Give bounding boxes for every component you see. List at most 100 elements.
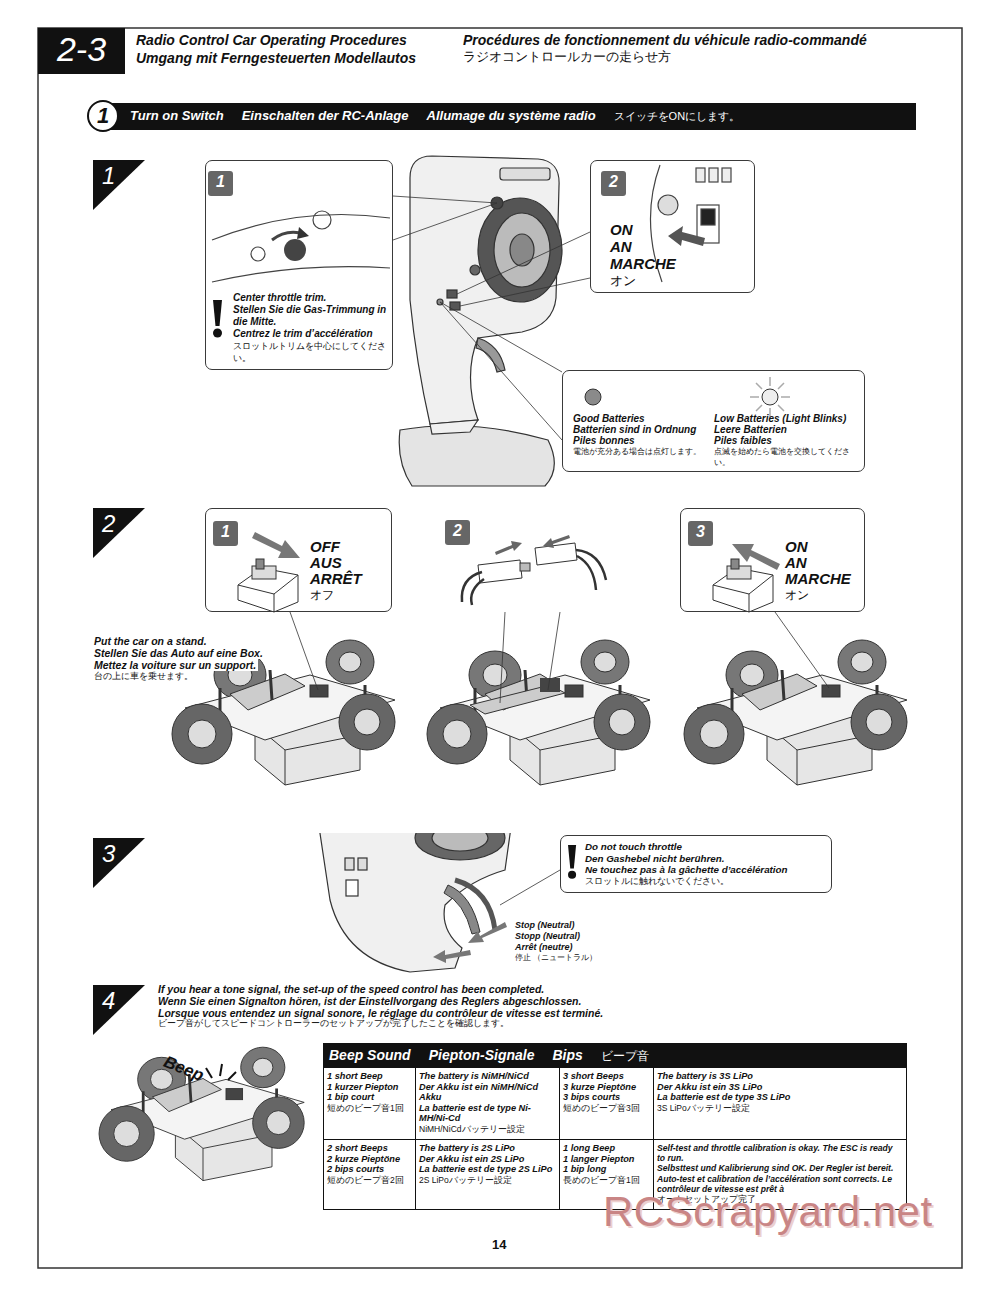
text-group: The battery is 3S LiPoDer Akku ist ein 3… bbox=[657, 1071, 903, 1113]
switch-state: ON bbox=[785, 539, 863, 555]
note-text: Wenn Sie einen Signalton hören, ist der … bbox=[158, 995, 581, 1007]
battery-text: Low Batteries (Light Blinks) bbox=[714, 413, 862, 424]
callout-box: ONANMARCHEオン 3 bbox=[680, 508, 865, 612]
battery-text: 点滅を始めたら電池を交換してください。 bbox=[714, 446, 862, 468]
instruction-text: Stellen Sie die Gas-Trimmung in die Mitt… bbox=[233, 304, 388, 328]
page-title: Umgang mit Ferngesteuerten Modellautos bbox=[136, 50, 416, 66]
page-title: Procédures de fonctionnement du véhicule… bbox=[463, 32, 867, 48]
step-number: 3 bbox=[102, 840, 132, 868]
text-group: ONANMARCHEオン bbox=[610, 221, 720, 289]
text-group: 1 bbox=[208, 173, 233, 191]
text-group: Good BatteriesBatterien sind in OrdnungP… bbox=[573, 413, 713, 457]
instruction-text: Centrez le trim d’accélération bbox=[233, 328, 388, 340]
note-text: Put the car on a stand. bbox=[94, 635, 209, 647]
step-marker: 1 bbox=[93, 160, 145, 210]
table-cell-text: Der Akku ist ein NiMH/NiCd Akku bbox=[419, 1082, 555, 1103]
table-cell-text: Self-test and throttle calibration is ok… bbox=[657, 1143, 903, 1163]
bar-text: Turn on Switch bbox=[130, 107, 224, 124]
table-cell-text: The battery is 2S LiPo bbox=[419, 1143, 555, 1154]
triangle-fill bbox=[93, 508, 145, 558]
table-cell-text: 短めのビープ音1回 bbox=[327, 1103, 410, 1114]
instruction-text: スロットルトリムを中心にしてください。 bbox=[233, 340, 388, 364]
text-group: 3 bbox=[688, 523, 713, 541]
table-cell-text: 1 long Beep bbox=[563, 1143, 649, 1154]
battery-text: Good Batteries bbox=[573, 413, 713, 424]
table-heading: Piepton-Signale bbox=[429, 1047, 535, 1064]
table-heading: Bips bbox=[552, 1047, 582, 1064]
table-cell-text: The battery is 3S LiPo bbox=[657, 1071, 903, 1082]
table-cell-text: 2 kurze Pieptöne bbox=[327, 1154, 410, 1165]
callout-box: OFFAUSARRÊTオフ1 bbox=[205, 508, 392, 612]
text-group: 3 short Beeps3 kurze Pieptöne3 bips cour… bbox=[563, 1071, 649, 1113]
step-marker: 2 bbox=[93, 508, 145, 558]
table-cell-text: Der Akku ist ein 2S LiPo bbox=[419, 1154, 555, 1165]
table-cell: 2 short Beeps2 kurze Pieptöne2 bips cour… bbox=[324, 1139, 415, 1209]
table-cell-text: Selbsttest und Kalibrierung sind OK. Der… bbox=[657, 1163, 903, 1173]
callout-number: 2 bbox=[445, 522, 470, 540]
step-number: 4 bbox=[102, 987, 132, 1015]
table-heading: Beep Sound bbox=[329, 1047, 411, 1064]
table-cell-text: 1 short Beep bbox=[327, 1071, 410, 1082]
text-group: 2-3 bbox=[38, 29, 125, 69]
table-cell-text: 1 kurzer Piepton bbox=[327, 1082, 410, 1093]
text-group: 2 bbox=[445, 522, 470, 540]
text-group: Beep Sound Piepton-Signale Bips ビープ音 bbox=[329, 1047, 899, 1065]
switch-state: ARRÊT bbox=[310, 571, 388, 587]
table-cell: 1 short Beep1 kurzer Piepton1 bip court短… bbox=[324, 1067, 415, 1139]
callout-number: 3 bbox=[688, 523, 713, 541]
bar-text: スイッチをONにします。 bbox=[614, 108, 741, 125]
switch-state: MARCHE bbox=[785, 571, 863, 587]
table-cell: The battery is NiMH/NiCdDer Akku ist ein… bbox=[415, 1067, 559, 1139]
battery-text: Piles bonnes bbox=[573, 435, 713, 446]
triangle-shape bbox=[93, 838, 145, 888]
warning-text: Ne touchez pas à la gâchette d’accélérat… bbox=[585, 864, 829, 876]
text-group: The battery is 2S LiPoDer Akku ist ein 2… bbox=[419, 1143, 555, 1185]
switch-state: OFF bbox=[310, 539, 388, 555]
table-cell-text: La batterie est de type 3S LiPo bbox=[657, 1092, 903, 1103]
text-group: 2 bbox=[102, 510, 132, 538]
switch-state: オン bbox=[785, 587, 863, 603]
watermark: RCScrapyard.net bbox=[603, 1188, 933, 1236]
section-bar: Turn on SwitchEinschalten der RC-AnlageA… bbox=[100, 103, 916, 130]
page-number: 14 bbox=[492, 1238, 506, 1253]
note-text: ビープ音がしてスピードコントローラーのセットアップが完了したことを確認します。 bbox=[158, 1019, 509, 1029]
triangle-shape bbox=[93, 160, 145, 210]
table-cell-text: 短めのビープ音3回 bbox=[563, 1103, 649, 1114]
callout-number: 2 bbox=[601, 173, 626, 191]
text-group: 3 bbox=[102, 840, 132, 868]
section-number: 2-3 bbox=[38, 29, 125, 69]
text-group: ONANMARCHEオン bbox=[785, 539, 863, 603]
table-cell-text: 1 bip court bbox=[327, 1092, 410, 1103]
callout-number: 1 bbox=[208, 173, 233, 191]
position-label: Arrêt (neutre) bbox=[515, 942, 573, 952]
warning-text: Do not touch throttle bbox=[585, 841, 829, 853]
table-heading: ビープ音 bbox=[601, 1048, 649, 1065]
table-cell-text: 2 short Beeps bbox=[327, 1143, 410, 1154]
table-cell-text: 3S LiPoバッテリー設定 bbox=[657, 1103, 903, 1114]
text-group: 1 bbox=[102, 162, 132, 190]
text-group: 1 long Beep1 langer Piepton1 bip long長めの… bbox=[563, 1143, 649, 1185]
table-cell: The battery is 2S LiPoDer Akku ist ein 2… bbox=[415, 1139, 559, 1209]
table-cell-text: NiMH/NiCdバッテリー設定 bbox=[419, 1124, 555, 1135]
step-marker: 3 bbox=[93, 838, 145, 888]
text-group: OFFAUSARRÊTオフ bbox=[310, 539, 388, 603]
battery-callout: Good BatteriesBatterien sind in OrdnungP… bbox=[562, 370, 865, 472]
bar-text: Einschalten der RC-Anlage bbox=[242, 107, 409, 124]
warning-text: Den Gashebel nicht berühren. bbox=[585, 853, 829, 865]
table-cell-text: 2 bips courts bbox=[327, 1164, 410, 1175]
text-group: Low Batteries (Light Blinks)Leere Batter… bbox=[714, 413, 862, 468]
warning-box: Do not touch throttleDen Gashebel nicht … bbox=[560, 835, 832, 893]
battery-text: 電池が充分ある場合は点灯します。 bbox=[573, 446, 713, 457]
callout-number: 3 bbox=[688, 521, 713, 546]
step-number: 1 bbox=[102, 162, 132, 190]
note-text: 台の上に車を乗せます。 bbox=[94, 672, 195, 682]
table-cell: The battery is 3S LiPoDer Akku ist ein 3… bbox=[653, 1067, 907, 1139]
switch-state: AUS bbox=[310, 555, 388, 571]
switch-state: オン bbox=[610, 272, 720, 289]
switch-state: AN bbox=[785, 555, 863, 571]
instruction-text: Center throttle trim. bbox=[233, 292, 388, 304]
table-cell-text: 長めのビープ音1回 bbox=[563, 1175, 649, 1186]
text-group: 1 short Beep1 kurzer Piepton1 bip court短… bbox=[327, 1071, 410, 1113]
text-group: 1 bbox=[89, 103, 117, 128]
